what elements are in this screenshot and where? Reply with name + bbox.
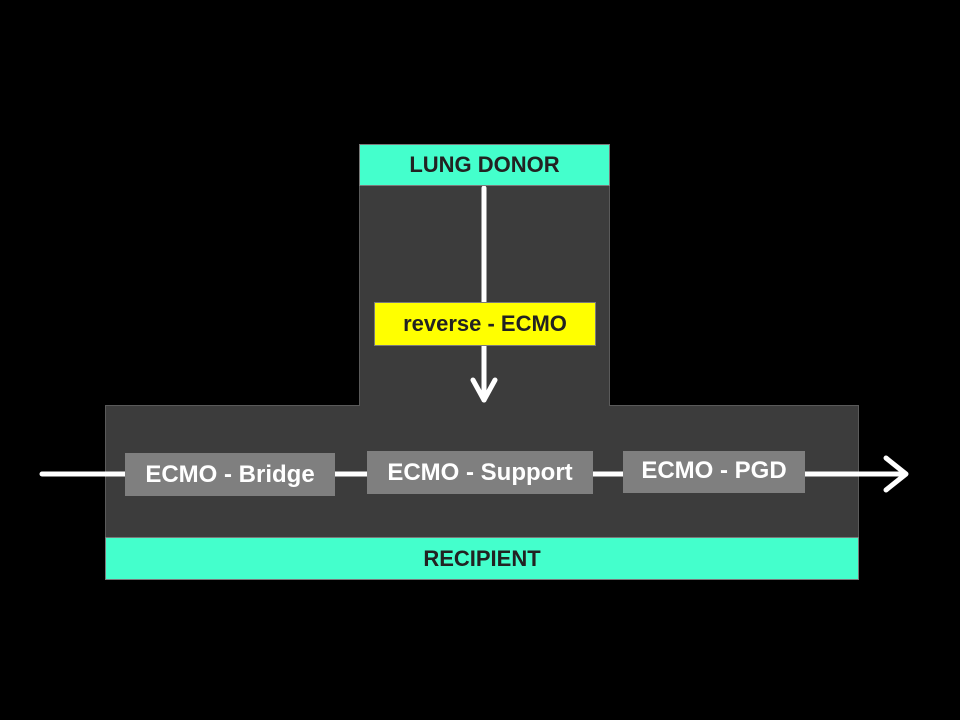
ecmo-support-box: ECMO - Support bbox=[367, 451, 593, 494]
donor-arrowhead bbox=[470, 377, 498, 403]
ecmo-bridge-box: ECMO - Bridge bbox=[125, 453, 335, 496]
lung-donor-label: LUNG DONOR bbox=[359, 144, 610, 186]
panel-join bbox=[360, 400, 609, 412]
timeline-arrowhead bbox=[883, 455, 909, 493]
recipient-label: RECIPIENT bbox=[105, 537, 859, 580]
reverse-ecmo-box: reverse - ECMO bbox=[374, 302, 596, 346]
ecmo-pgd-box: ECMO - PGD bbox=[623, 451, 805, 493]
